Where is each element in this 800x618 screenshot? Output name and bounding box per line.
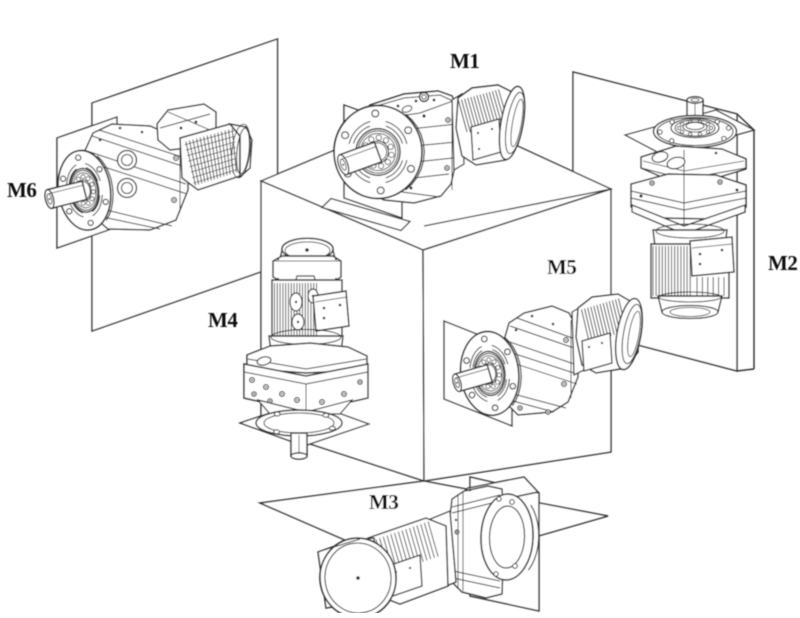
svg-text:M2: M2 — [768, 251, 797, 275]
svg-text:M4: M4 — [208, 308, 238, 332]
svg-text:M6: M6 — [7, 178, 36, 202]
svg-text:M3: M3 — [369, 490, 398, 514]
svg-text:M5: M5 — [547, 255, 576, 279]
svg-text:M1: M1 — [450, 49, 479, 73]
